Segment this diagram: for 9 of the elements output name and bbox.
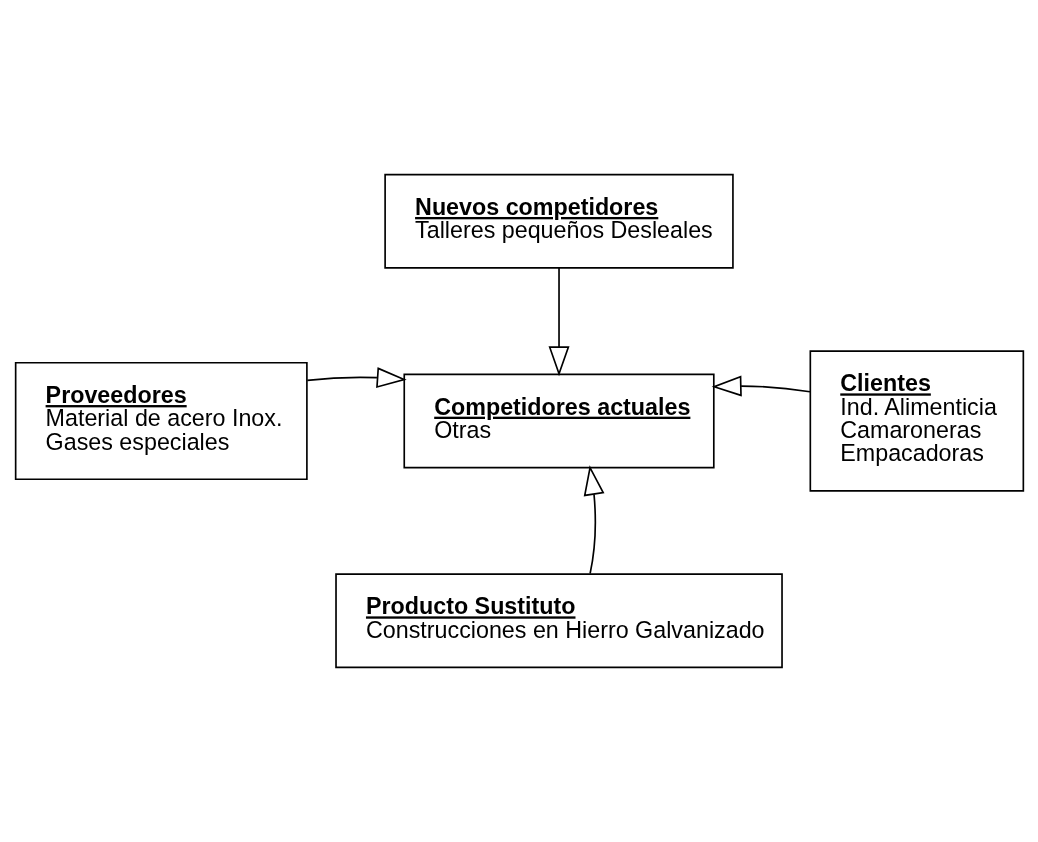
arrow xyxy=(548,267,569,377)
node-box: Nuevos competidores Talleres pequeños Desleales xyxy=(383,173,734,269)
node-box: Proveedores Material de acero Inox. Gases especiales xyxy=(14,361,308,481)
node-box: Competidores actuales Otras xyxy=(402,373,715,469)
node-box: Producto Sustituto Construcciones en Hierro Galvanizado xyxy=(334,573,783,669)
arrow xyxy=(711,375,811,397)
arrow xyxy=(306,367,407,389)
node-box: Clientes Ind. Alimenticia Camaroneras Empacadoras xyxy=(809,350,1024,492)
arrow xyxy=(583,465,604,575)
